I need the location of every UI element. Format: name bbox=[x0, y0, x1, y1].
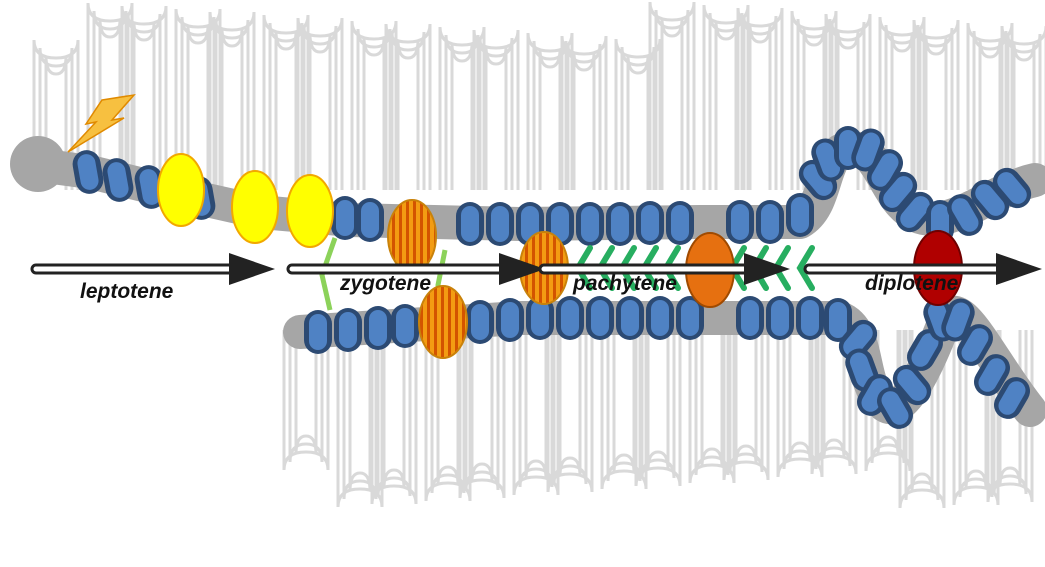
chromatin-loop bbox=[574, 52, 594, 190]
axis-bead bbox=[486, 202, 514, 246]
chromatin-loop bbox=[560, 330, 580, 476]
label-pachytene: pachytene bbox=[572, 272, 677, 295]
chromatin-loop bbox=[222, 28, 242, 190]
centromere-start bbox=[10, 136, 66, 192]
striped-focus bbox=[419, 286, 467, 358]
axis-bead bbox=[766, 296, 794, 340]
axis-bead bbox=[636, 201, 664, 245]
chromatin-loop bbox=[526, 330, 546, 479]
axis-bead bbox=[466, 300, 494, 344]
chromatin-loop bbox=[276, 31, 296, 190]
chromatin-loop bbox=[614, 330, 634, 473]
chromatin-loop bbox=[364, 37, 384, 190]
axis-bead bbox=[356, 198, 384, 242]
chromatin-loop bbox=[790, 330, 810, 461]
axis-bead bbox=[576, 202, 604, 246]
chromatin-loop bbox=[134, 22, 154, 190]
yellow-focus bbox=[287, 175, 333, 247]
chromatin-loop bbox=[310, 34, 330, 190]
axis-bead bbox=[616, 296, 644, 340]
axis-bead bbox=[646, 296, 674, 340]
yellow-focus bbox=[158, 154, 204, 226]
chromatin-loop bbox=[926, 36, 946, 190]
chromatin-loop bbox=[540, 49, 560, 190]
chromatin-loop bbox=[472, 330, 492, 482]
chromatin-loop bbox=[398, 40, 418, 190]
chromatin-loop bbox=[716, 21, 736, 190]
chromatin-loop bbox=[702, 330, 722, 467]
axis-bead bbox=[456, 202, 484, 246]
chromatin-loop bbox=[662, 18, 682, 190]
axis-bead bbox=[556, 296, 584, 340]
yellow-focus bbox=[232, 171, 278, 243]
chromatin-loop bbox=[980, 39, 1000, 190]
label-diplotene: diplotene bbox=[865, 272, 959, 295]
chromatin-loop bbox=[628, 55, 648, 190]
axis-bead bbox=[736, 296, 764, 340]
label-zygotene: zygotene bbox=[339, 272, 431, 295]
chromatin-loop bbox=[486, 46, 506, 190]
axis-bead bbox=[726, 200, 754, 244]
chromatin-loop bbox=[648, 330, 668, 470]
axis-bead bbox=[796, 296, 824, 340]
axis-bead bbox=[334, 308, 362, 352]
label-leptotene: leptotene bbox=[80, 280, 174, 303]
chromatin-loop bbox=[750, 24, 770, 190]
axis-bead bbox=[606, 202, 634, 246]
axis-bead bbox=[756, 200, 784, 244]
chromatin-loop bbox=[384, 330, 404, 488]
axis-bead bbox=[304, 310, 332, 354]
axis-bead bbox=[364, 306, 392, 350]
chromatin-loop bbox=[350, 330, 370, 491]
axis-bead bbox=[666, 201, 694, 245]
chromatin-loop bbox=[452, 43, 472, 190]
axis-bead bbox=[786, 193, 814, 237]
axis-bead bbox=[586, 296, 614, 340]
striped-focus bbox=[388, 200, 436, 272]
axis-bead bbox=[391, 304, 419, 348]
axis-bead bbox=[496, 298, 524, 342]
axis-bead bbox=[331, 196, 359, 240]
chromatin-loop bbox=[736, 330, 756, 464]
